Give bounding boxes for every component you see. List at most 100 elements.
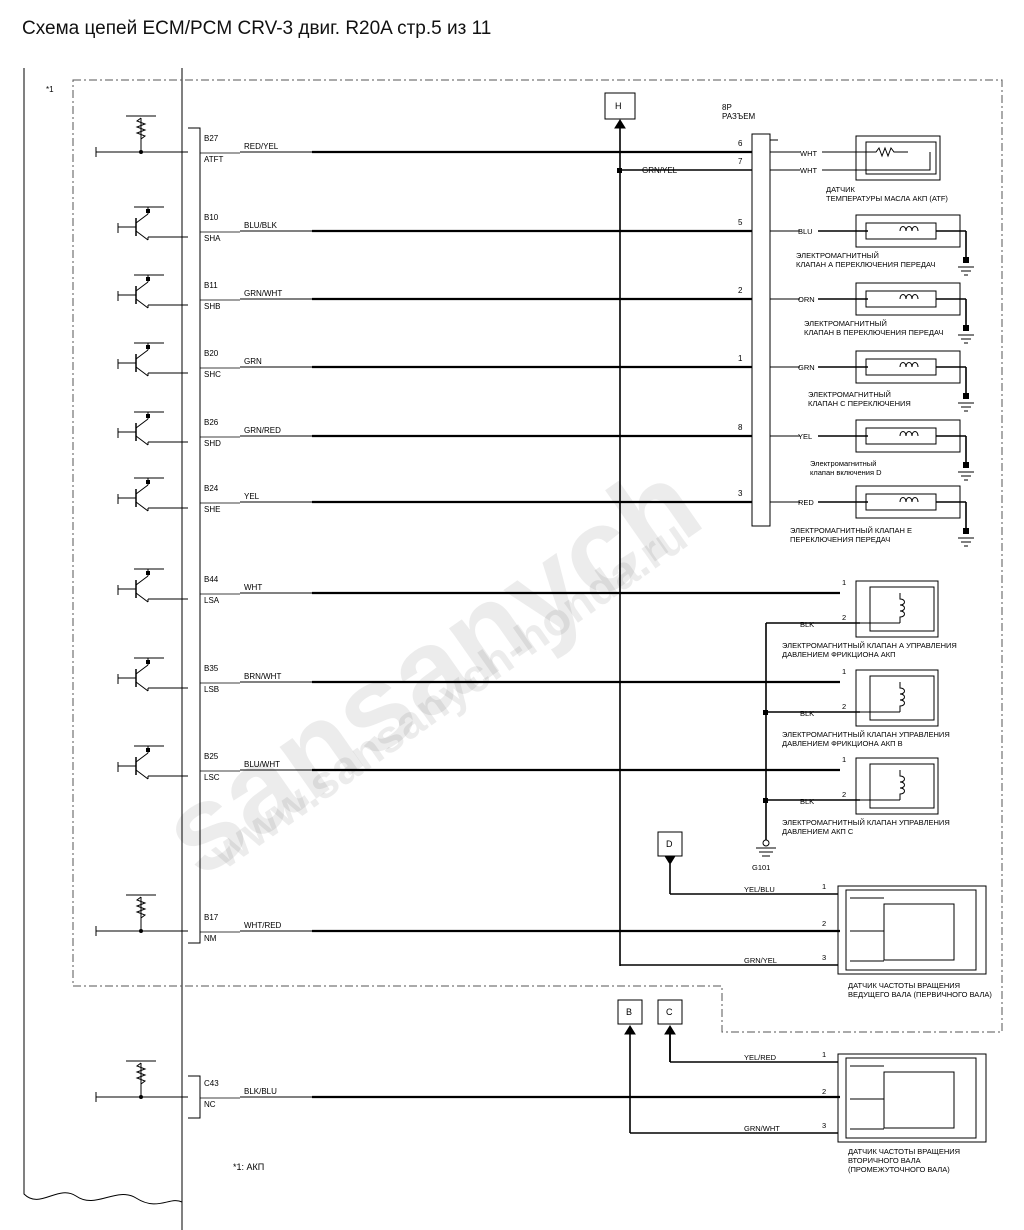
pin-signal: LSC	[204, 773, 220, 782]
component-label: Электромагнитный	[810, 459, 876, 468]
solenoid-pin-1: 1	[842, 755, 846, 764]
wire-color-label: ORN	[798, 295, 815, 304]
sensor-frame	[837, 1053, 987, 1143]
connector-c-label: C	[666, 1007, 673, 1017]
ground-node	[963, 393, 969, 399]
wire-color-label: GRN/WHT	[744, 1124, 780, 1133]
coil-icon	[899, 431, 919, 437]
solenoid-body	[855, 669, 939, 727]
component-label: ВТОРИЧНОГО ВАЛА	[848, 1156, 921, 1165]
transistor-collector	[135, 664, 149, 675]
ecm-connector-strip	[188, 127, 201, 944]
wire-color-label: GRN/WHT	[244, 289, 282, 298]
wire-color-label: WHT	[800, 149, 817, 158]
component-label: ДАВЛЕНИЕМ АКП С	[782, 827, 854, 836]
solenoid-inner	[865, 427, 937, 445]
pin-number: B25	[204, 752, 219, 761]
solenoid-inner	[865, 358, 937, 376]
transistor-emitter	[135, 435, 149, 446]
component-label: ПЕРЕКЛЮЧЕНИЯ ПЕРЕДАЧ	[790, 535, 890, 544]
component-label: ЭЛЕКТРОМАГНИТНЫЙ КЛАПАН УПРАВЛЕНИЯ	[782, 818, 950, 827]
sensor-inner	[883, 1071, 955, 1129]
sensor-body	[855, 135, 941, 181]
coil-icon	[899, 294, 919, 300]
component-label: КЛАПАН В ПЕРЕКЛЮЧЕНИЯ ПЕРЕДАЧ	[804, 328, 943, 337]
component-label: ДАТЧИК	[826, 185, 855, 194]
transistor-collector	[135, 752, 149, 763]
resistor-icon	[135, 1062, 147, 1085]
component-label: ДАТЧИК ЧАСТОТЫ ВРАЩЕНИЯ	[848, 1147, 960, 1156]
arrow-up-icon	[614, 119, 626, 129]
junction-dot	[139, 929, 143, 933]
wire-color-label: WHT	[800, 166, 817, 175]
wire-color-label: BLK	[800, 709, 814, 718]
watermark-url: www.sansanych-honda.ru	[200, 510, 696, 879]
connector-h-label: H	[615, 101, 622, 111]
connector-pin-number: 3	[738, 489, 743, 498]
solenoid-inner	[865, 493, 937, 511]
wire-color-label: YEL/BLU	[744, 885, 775, 894]
wire-color-label: BLU/BLK	[244, 221, 278, 230]
pin-signal: SHA	[204, 234, 221, 243]
connector-c: C	[657, 999, 683, 1035]
pin-signal: LSA	[204, 596, 220, 605]
ground-node	[963, 257, 969, 263]
pin-signal: SHD	[204, 439, 221, 448]
ground-node	[963, 325, 969, 331]
transistor-emitter	[135, 681, 149, 692]
coil-icon	[899, 362, 919, 368]
solenoid-body	[855, 757, 939, 815]
connector-pin-number: 5	[738, 218, 743, 227]
connector-pin-number: 2	[738, 286, 743, 295]
wire-color-label: GRN	[244, 357, 262, 366]
ground-label: G101	[752, 863, 770, 872]
connector-b: B	[617, 999, 643, 1035]
transistor-node	[146, 345, 150, 349]
ground-node	[762, 839, 770, 847]
transistor-collector	[135, 575, 149, 586]
junction-dot	[139, 150, 143, 154]
component-label: ВЕДУЩЕГО ВАЛА (ПЕРВИЧНОГО ВАЛА)	[848, 990, 992, 999]
pin-number: B26	[204, 418, 219, 427]
wire-color-label: BLK/BLU	[244, 1087, 277, 1096]
pin-number: B35	[204, 664, 219, 673]
wire-color-label: BLK	[800, 620, 814, 629]
wire-color-label: WHT	[244, 583, 262, 592]
transistor-node	[146, 414, 150, 418]
note-marker: *1	[46, 85, 54, 94]
sensor-frame	[837, 885, 987, 975]
connector-b-box	[617, 999, 643, 1025]
connector-b-label: B	[626, 1007, 632, 1017]
wire-color-label: GRN/YEL	[744, 956, 777, 965]
transistor-emitter	[135, 592, 149, 603]
component-label: ДАВЛЕНИЕМ ФРИКЦИОНА АКП В	[782, 739, 903, 748]
connector-d: D	[657, 831, 683, 865]
sensor-inner	[865, 141, 937, 175]
transistor-collector	[135, 349, 149, 360]
pin-number: B10	[204, 213, 219, 222]
coil-icon	[899, 682, 905, 712]
page-title: Схема цепей ECM/PCM CRV-3 двиг. R20A стр…	[22, 18, 492, 39]
connector-h-box	[604, 92, 636, 120]
pin-number: B27	[204, 134, 219, 143]
connector-c-box	[657, 999, 683, 1025]
junction-dot	[139, 1095, 143, 1099]
pin-number: B17	[204, 913, 219, 922]
transistor-emitter	[135, 366, 149, 377]
component-label: ЭЛЕКТРОМАГНИТНЫЙ КЛАПАН Е	[790, 526, 912, 535]
arrow-up-icon	[664, 1025, 676, 1035]
connector-h: H	[604, 92, 636, 129]
arrow-down-icon	[664, 855, 676, 865]
sensor-pin-label: 1	[822, 1050, 826, 1059]
transistor-collector	[135, 484, 149, 495]
